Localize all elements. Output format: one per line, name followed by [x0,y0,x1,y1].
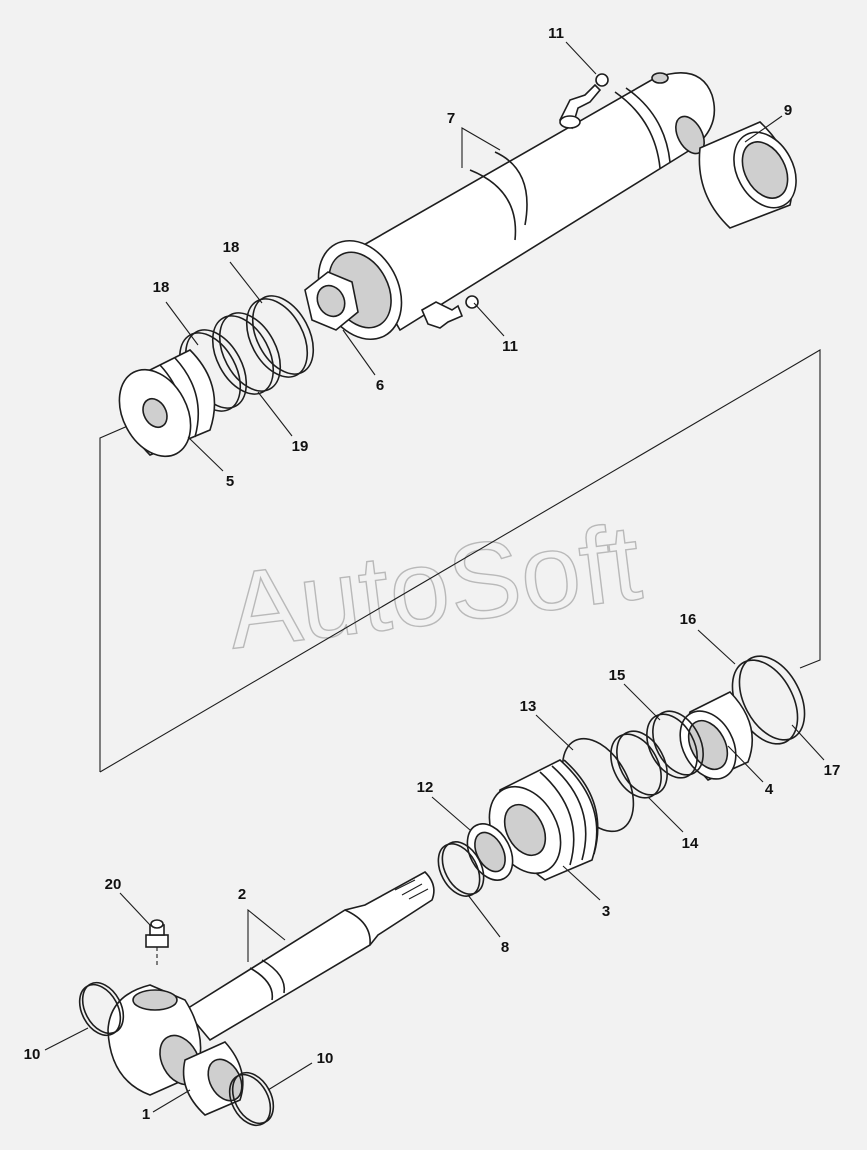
callout-11-top: 11 [548,25,564,42]
grease-nipple-part-20 [145,919,169,965]
callout-18-front: 18 [153,279,170,296]
callout-20: 20 [105,876,122,893]
seal-ring-part-18-rear [245,295,315,378]
seal-ring-part-19 [211,312,282,395]
callout-9: 9 [784,102,792,119]
callout-16: 16 [680,611,697,628]
callout-15: 15 [609,667,626,684]
callout-17: 17 [824,762,841,779]
bushing-part-9 [698,121,797,229]
piston-part-5 [118,349,216,458]
assembly-frame-lines [99,349,821,773]
piston-rod-part-2 [183,871,435,1042]
callout-6: 6 [376,377,384,394]
callout-4: 4 [765,781,774,798]
callout-labels: 11 9 7 18 18 11 6 19 5 16 15 13 17 4 12 … [24,25,841,1123]
callout-1: 1 [142,1106,150,1123]
rod-eye-part-1 [107,984,244,1116]
callout-10-right: 10 [317,1050,334,1067]
callout-3: 3 [602,903,610,920]
watermark-text: AutoSoft [221,501,647,672]
callout-13: 13 [520,698,537,715]
seal-ring-part-12 [466,823,514,881]
callout-7: 7 [447,110,455,127]
callout-10-left: 10 [24,1046,41,1063]
fitting-upper-part-11 [558,73,609,130]
callout-11-bottom: 11 [502,338,518,355]
callout-19: 19 [292,438,309,455]
snap-ring-part-8 [437,841,485,897]
callout-2: 2 [238,886,246,903]
callout-12: 12 [417,779,434,796]
callout-leader-lines [44,41,825,1113]
callout-14: 14 [682,835,699,852]
callout-8: 8 [501,939,509,956]
callout-5: 5 [226,473,234,490]
seal-ring-part-10-left [78,981,125,1037]
fitting-lower-part-11 [420,295,479,329]
callout-18-rear: 18 [223,239,240,256]
cylinder-barrel-part-7 [317,71,716,341]
seal-ring-part-14 [610,730,668,799]
piston-nut-part-6 [304,271,359,331]
